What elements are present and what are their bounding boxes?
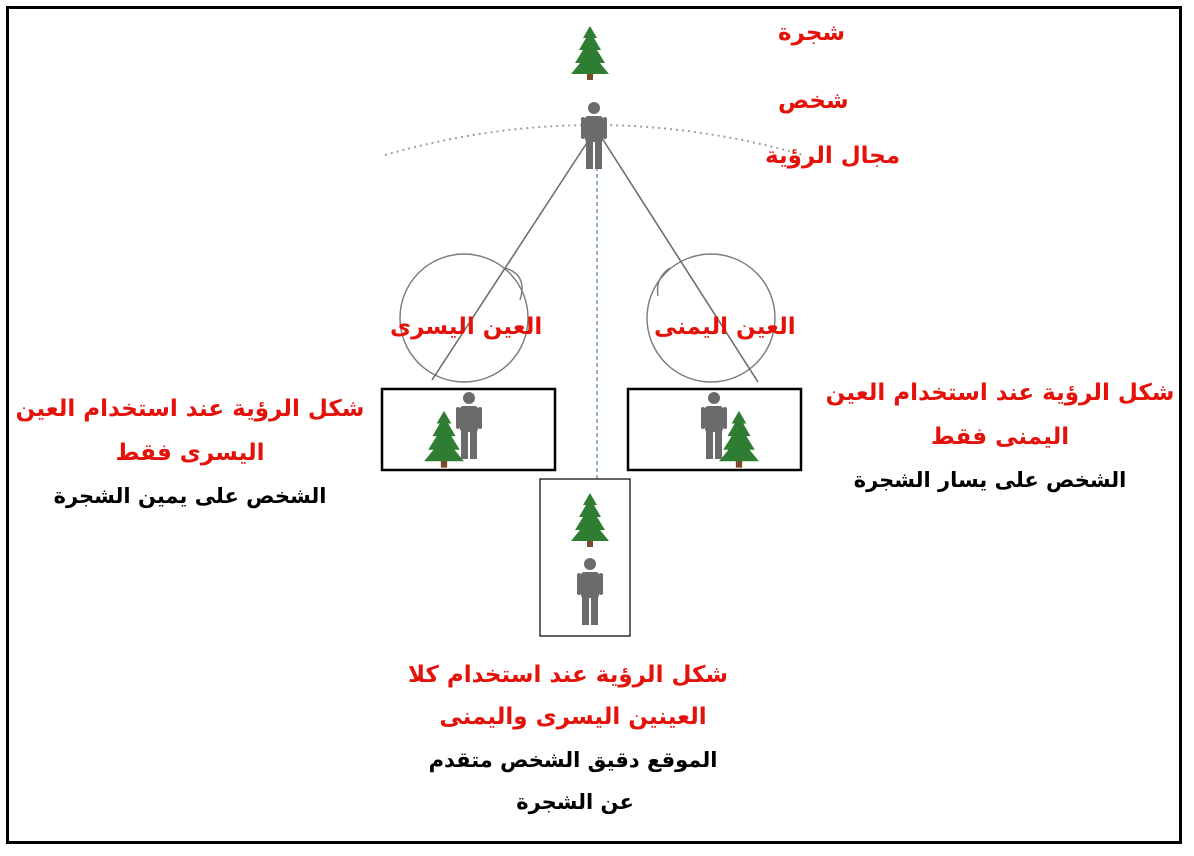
both-view-title-line1: شكل الرؤية عند استخدام كلا [408,662,728,688]
right-eye-label: العين اليمنى [654,314,796,340]
field-of-view-label: مجال الرؤية [765,143,901,169]
right-view-title-line2: اليمنى فقط [930,424,1070,450]
left-sight-line [431,134,593,381]
person-icon [581,102,607,169]
right-sight-line [599,134,759,383]
person-label: شخص [778,88,849,114]
right-eye-shape [646,253,776,383]
left-view-title-line2: اليسرى فقط [115,440,265,466]
outer-frame [6,6,1182,844]
tree-label: شجرة [778,20,846,46]
right-view-caption: الشخص على يسار الشجرة [853,468,1127,492]
left-view-caption: الشخص على يمين الشجرة [53,484,327,508]
left-eye-shape [399,253,529,383]
both-view-caption-line1: الموقع دقيق الشخص متقدم [428,748,718,772]
tree-icon [571,26,609,80]
right-view-title-line1: شكل الرؤية عند استخدام العين [825,380,1175,406]
left-view-title-line1: شكل الرؤية عند استخدام العين [15,396,365,422]
both-view-title-line2: العينين اليسرى واليمنى [439,704,707,730]
both-view-caption-line2: عن الشجرة [516,790,634,814]
left-eye-label: العين اليسرى [390,314,543,340]
